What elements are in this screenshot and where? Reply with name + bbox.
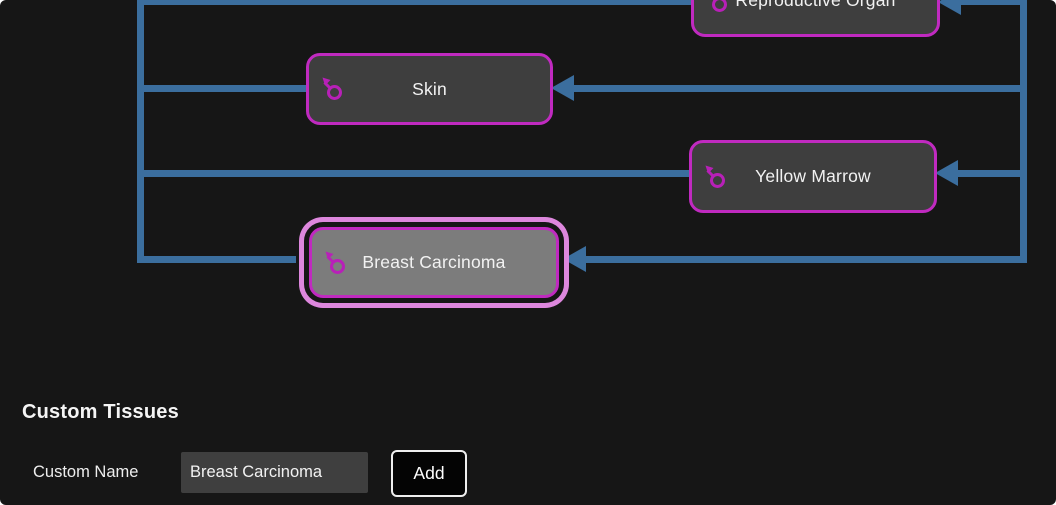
edge-right-trunk <box>1020 0 1027 263</box>
custom-name-input[interactable] <box>181 452 368 493</box>
edge-breast-right <box>584 256 1027 263</box>
edge-yellow-marrow-right <box>956 170 1027 177</box>
node-label: Skin <box>412 78 447 99</box>
edge-skin-left <box>137 85 308 92</box>
edge-left-trunk <box>137 0 144 263</box>
node-label: Yellow Marrow <box>755 166 871 186</box>
node-label: Reproductive Organ <box>735 0 896 10</box>
edge-top-horizontal <box>137 0 694 5</box>
tissue-icon <box>323 250 349 276</box>
node-yellow-marrow[interactable]: Yellow Marrow <box>689 140 937 213</box>
custom-tissues-heading: Custom Tissues <box>22 401 179 423</box>
node-breast-carcinoma[interactable]: Breast Carcinoma <box>309 227 559 298</box>
custom-name-label: Custom Name <box>33 463 139 481</box>
edge-reproductive-right <box>958 0 1027 5</box>
node-skin[interactable]: Skin <box>306 53 553 125</box>
edge-skin-right <box>572 85 1027 92</box>
tissue-icon <box>320 76 346 102</box>
arrowhead-yellow-marrow <box>935 160 958 186</box>
node-reproductive-organ[interactable]: Reproductive Organ <box>691 0 940 37</box>
arrowhead-skin <box>551 75 574 101</box>
edge-yellow-marrow-left <box>137 170 689 177</box>
edge-breast-left <box>137 256 296 263</box>
arrowhead-reproductive-organ <box>938 0 961 15</box>
node-label: Breast Carcinoma <box>362 252 506 272</box>
tissue-icon <box>705 0 731 14</box>
tissue-icon <box>703 164 729 190</box>
add-button[interactable]: Add <box>391 450 467 497</box>
arrowhead-breast-carcinoma <box>563 246 586 272</box>
